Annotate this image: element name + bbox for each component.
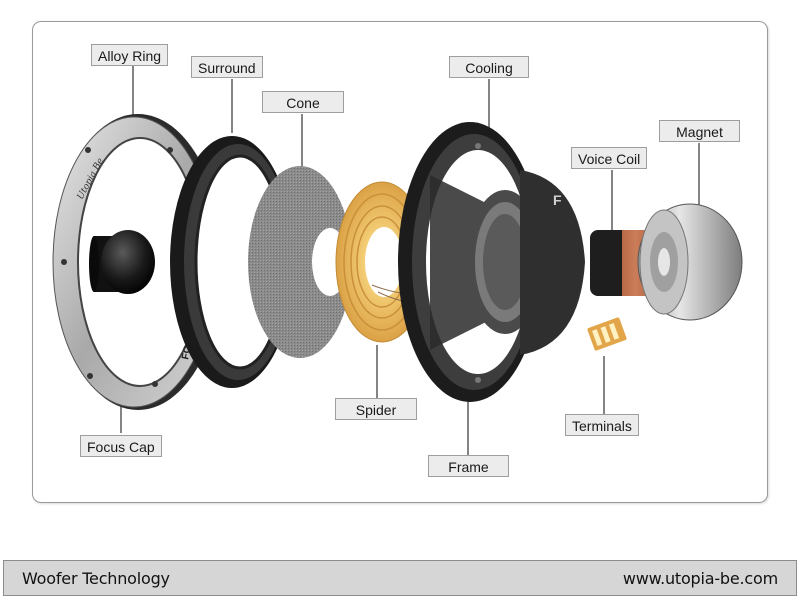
- label-cooling: Cooling: [449, 56, 529, 78]
- exploded-woofer-diagram: Utopia Be FOCAL F: [52, 66, 743, 455]
- frame-logo: F: [553, 192, 562, 208]
- label-cone: Cone: [262, 91, 344, 113]
- label-alloy-ring: Alloy Ring: [91, 44, 169, 66]
- frame-part: F: [398, 122, 585, 402]
- terminals-part: [587, 317, 627, 351]
- label-terminals: Terminals: [565, 414, 639, 436]
- footer-url[interactable]: www.utopia-be.com: [622, 568, 778, 588]
- label-voice-coil: Voice Coil: [571, 147, 648, 169]
- label-focus-cap: Focus Cap: [80, 435, 162, 457]
- magnet-part: [637, 203, 743, 321]
- label-surround: Surround: [191, 56, 263, 78]
- focus-cap-part: [89, 230, 155, 294]
- footer-title: Woofer Technology: [22, 568, 170, 588]
- label-frame: Frame: [428, 455, 509, 477]
- footer-bar: Woofer Technology www.utopia-be.com: [3, 560, 797, 596]
- label-spider: Spider: [335, 398, 417, 420]
- leader-lines: [120, 66, 700, 455]
- label-magnet: Magnet: [659, 120, 740, 142]
